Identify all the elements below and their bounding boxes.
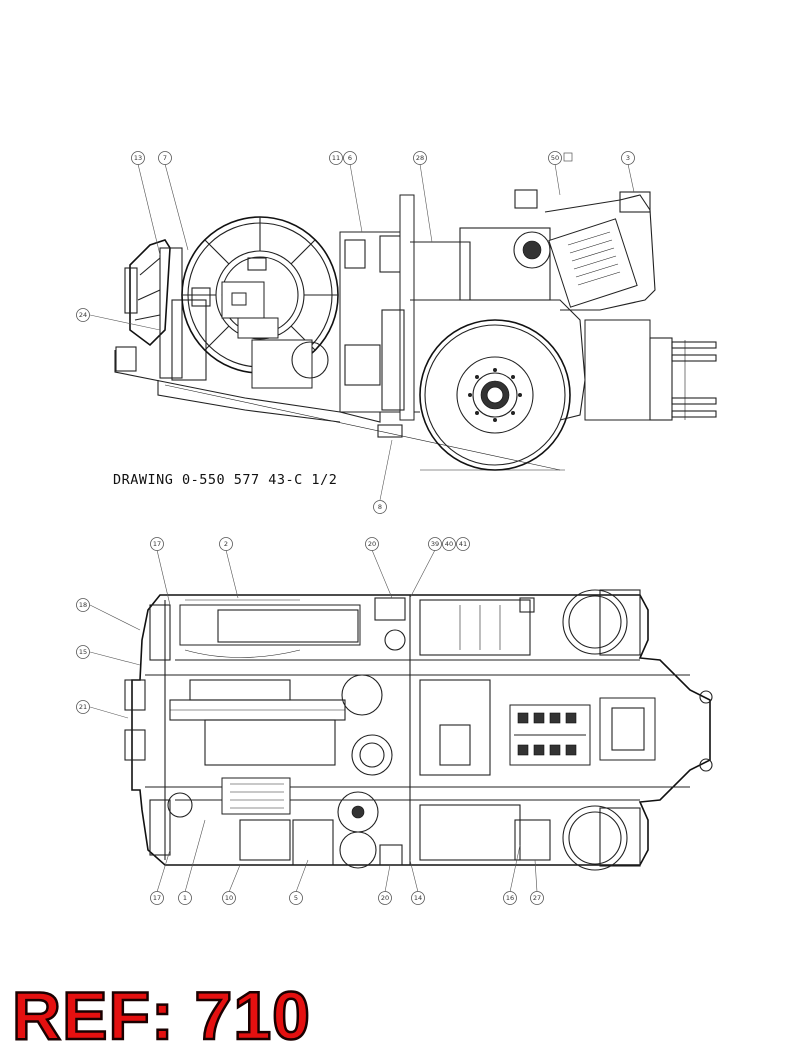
callout-10: 10 [222,891,236,905]
svg-text:8: 8 [378,503,382,511]
ref-label: REF: 710 [11,978,312,1054]
callout-41: 41 [456,537,470,551]
svg-text:18: 18 [79,601,87,609]
callout-6: 6 [343,151,357,165]
callout-18: 18 [76,598,90,612]
drawing-caption: DRAWING 0-550 577 43-C 1/2 [113,472,337,488]
side-view [114,189,717,471]
callout-17-bottom: 17 [150,891,164,905]
svg-text:14: 14 [414,894,422,902]
side-view-callouts: 13 7 11 6 28 50 3 24 8 [76,151,635,514]
callout-21: 21 [76,700,90,714]
svg-text:5: 5 [294,894,298,902]
svg-text:11: 11 [332,154,340,162]
svg-text:20: 20 [368,540,376,548]
callout-14: 14 [411,891,425,905]
callout-11: 11 [329,151,343,165]
callout-16: 16 [503,891,517,905]
callout-5: 5 [289,891,303,905]
svg-text:50: 50 [551,154,559,162]
callout-20-bottom: 20 [378,891,392,905]
svg-text:3: 3 [626,154,630,162]
top-view-callouts: 17 2 20 39 40 41 18 15 21 17 1 10 5 20 1… [76,537,544,905]
callout-2: 2 [219,537,233,551]
svg-text:6: 6 [348,154,352,162]
callout-1: 1 [178,891,192,905]
svg-text:1: 1 [183,894,187,902]
callout-24: 24 [76,308,90,322]
svg-text:17: 17 [153,540,161,548]
note-box-icon [563,152,573,162]
svg-text:27: 27 [533,894,541,902]
callout-13: 13 [131,151,145,165]
callout-27: 27 [530,891,544,905]
callout-3: 3 [621,151,635,165]
svg-text:10: 10 [225,894,233,902]
top-view [124,589,713,871]
callout-8: 8 [373,500,387,514]
svg-text:41: 41 [459,540,467,548]
svg-text:13: 13 [134,154,142,162]
svg-text:7: 7 [163,154,167,162]
svg-text:15: 15 [79,648,87,656]
callout-39: 39 [428,537,442,551]
callout-7: 7 [158,151,172,165]
callout-20-top: 20 [365,537,379,551]
svg-text:20: 20 [381,894,389,902]
callout-50: 50 [548,151,562,165]
svg-text:24: 24 [79,311,87,319]
callout-40: 40 [442,537,456,551]
svg-text:40: 40 [445,540,453,548]
callout-15: 15 [76,645,90,659]
svg-text:16: 16 [506,894,514,902]
callout-17-top: 17 [150,537,164,551]
svg-text:2: 2 [224,540,228,548]
svg-text:39: 39 [431,540,439,548]
svg-text:17: 17 [153,894,161,902]
svg-text:21: 21 [79,703,87,711]
svg-text:28: 28 [416,154,424,162]
callout-28: 28 [413,151,427,165]
